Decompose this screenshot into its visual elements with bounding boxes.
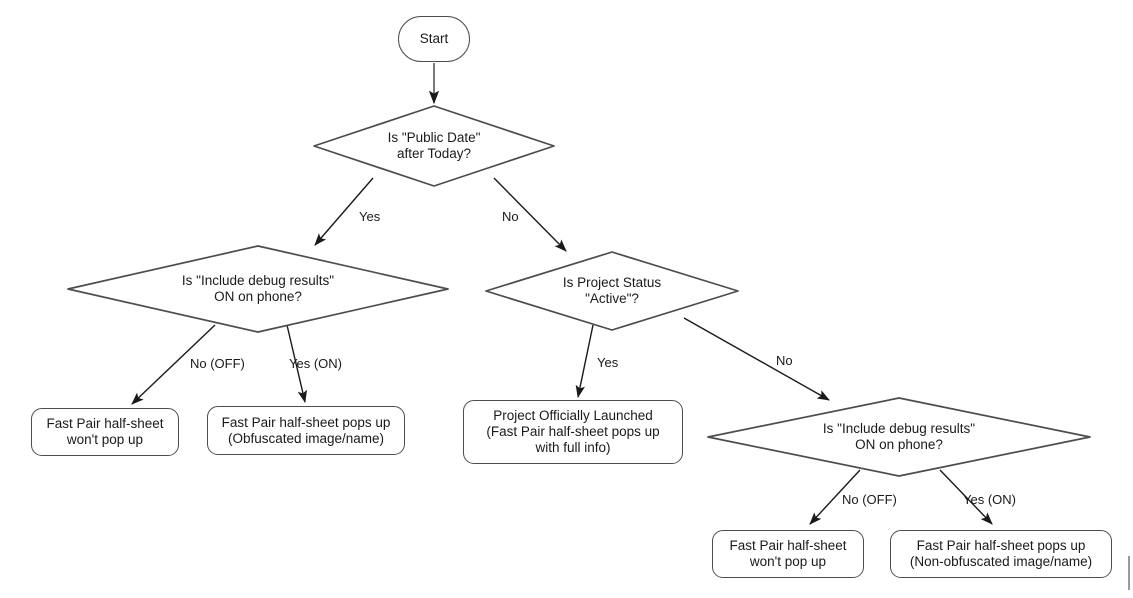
edge-debug-right-off [809, 469, 861, 525]
node-output-right-on[interactable]: Fast Pair half-sheet pops up (Non-obfusc… [890, 530, 1112, 578]
node-output-left-off[interactable]: Fast Pair half-sheet won't pop up [31, 408, 179, 456]
node-decision-debug-left[interactable]: Is "Include debug results" ON on phone? [66, 244, 450, 334]
node-output-launched[interactable]: Project Officially Launched (Fast Pair h… [463, 400, 683, 464]
node-decision-debug-right-label: Is "Include debug results" ON on phone? [822, 421, 976, 452]
diamond-outline-icon [67, 245, 449, 333]
edge-label-debug-left-on: Yes (ON) [289, 356, 342, 371]
edge-public-date-no [493, 177, 567, 252]
edge-debug-right-on [939, 469, 993, 525]
node-output-right-on-label: Fast Pair half-sheet pops up (Non-obfusc… [909, 538, 1093, 569]
edge-label-public-date-no: No [502, 209, 519, 224]
edge-project-status-no [683, 317, 830, 401]
edge-label-debug-right-off: No (OFF) [842, 492, 897, 507]
node-output-right-off[interactable]: Fast Pair half-sheet won't pop up [712, 530, 864, 578]
node-decision-debug-left-label: Is "Include debug results" ON on phone? [181, 273, 335, 304]
node-start-label: Start [419, 31, 449, 46]
node-decision-public-date-label: Is "Public Date" after Today? [387, 130, 481, 161]
right-edge-artifact [1128, 556, 1130, 590]
edge-debug-left-off [131, 324, 216, 405]
edge-label-debug-left-off: No (OFF) [190, 356, 245, 371]
node-decision-debug-right[interactable]: Is "Include debug results" ON on phone? [706, 396, 1092, 478]
edge-public-date-yes [314, 177, 374, 246]
node-decision-public-date[interactable]: Is "Public Date" after Today? [312, 104, 556, 188]
node-start[interactable]: Start [398, 16, 470, 62]
node-output-left-on[interactable]: Fast Pair half-sheet pops up (Obfuscated… [207, 406, 405, 455]
node-decision-project-status-label: Is Project Status "Active"? [562, 275, 662, 306]
edge-label-project-status-no: No [776, 353, 793, 368]
diamond-outline-icon [707, 397, 1091, 477]
edge-label-project-status-yes: Yes [597, 355, 619, 370]
diamond-outline-icon [313, 105, 555, 187]
node-output-right-off-label: Fast Pair half-sheet won't pop up [729, 538, 847, 569]
edge-label-public-date-yes: Yes [359, 209, 381, 224]
edge-debug-left-on [286, 324, 308, 404]
diamond-outline-icon [485, 251, 739, 331]
node-output-left-off-label: Fast Pair half-sheet won't pop up [46, 416, 164, 447]
node-output-launched-label: Project Officially Launched (Fast Pair h… [486, 408, 660, 455]
node-decision-project-status[interactable]: Is Project Status "Active"? [484, 250, 740, 332]
edge-project-status-yes [575, 324, 594, 399]
node-output-left-on-label: Fast Pair half-sheet pops up (Obfuscated… [221, 414, 391, 446]
edge-label-debug-right-on: Yes (ON) [963, 492, 1016, 507]
